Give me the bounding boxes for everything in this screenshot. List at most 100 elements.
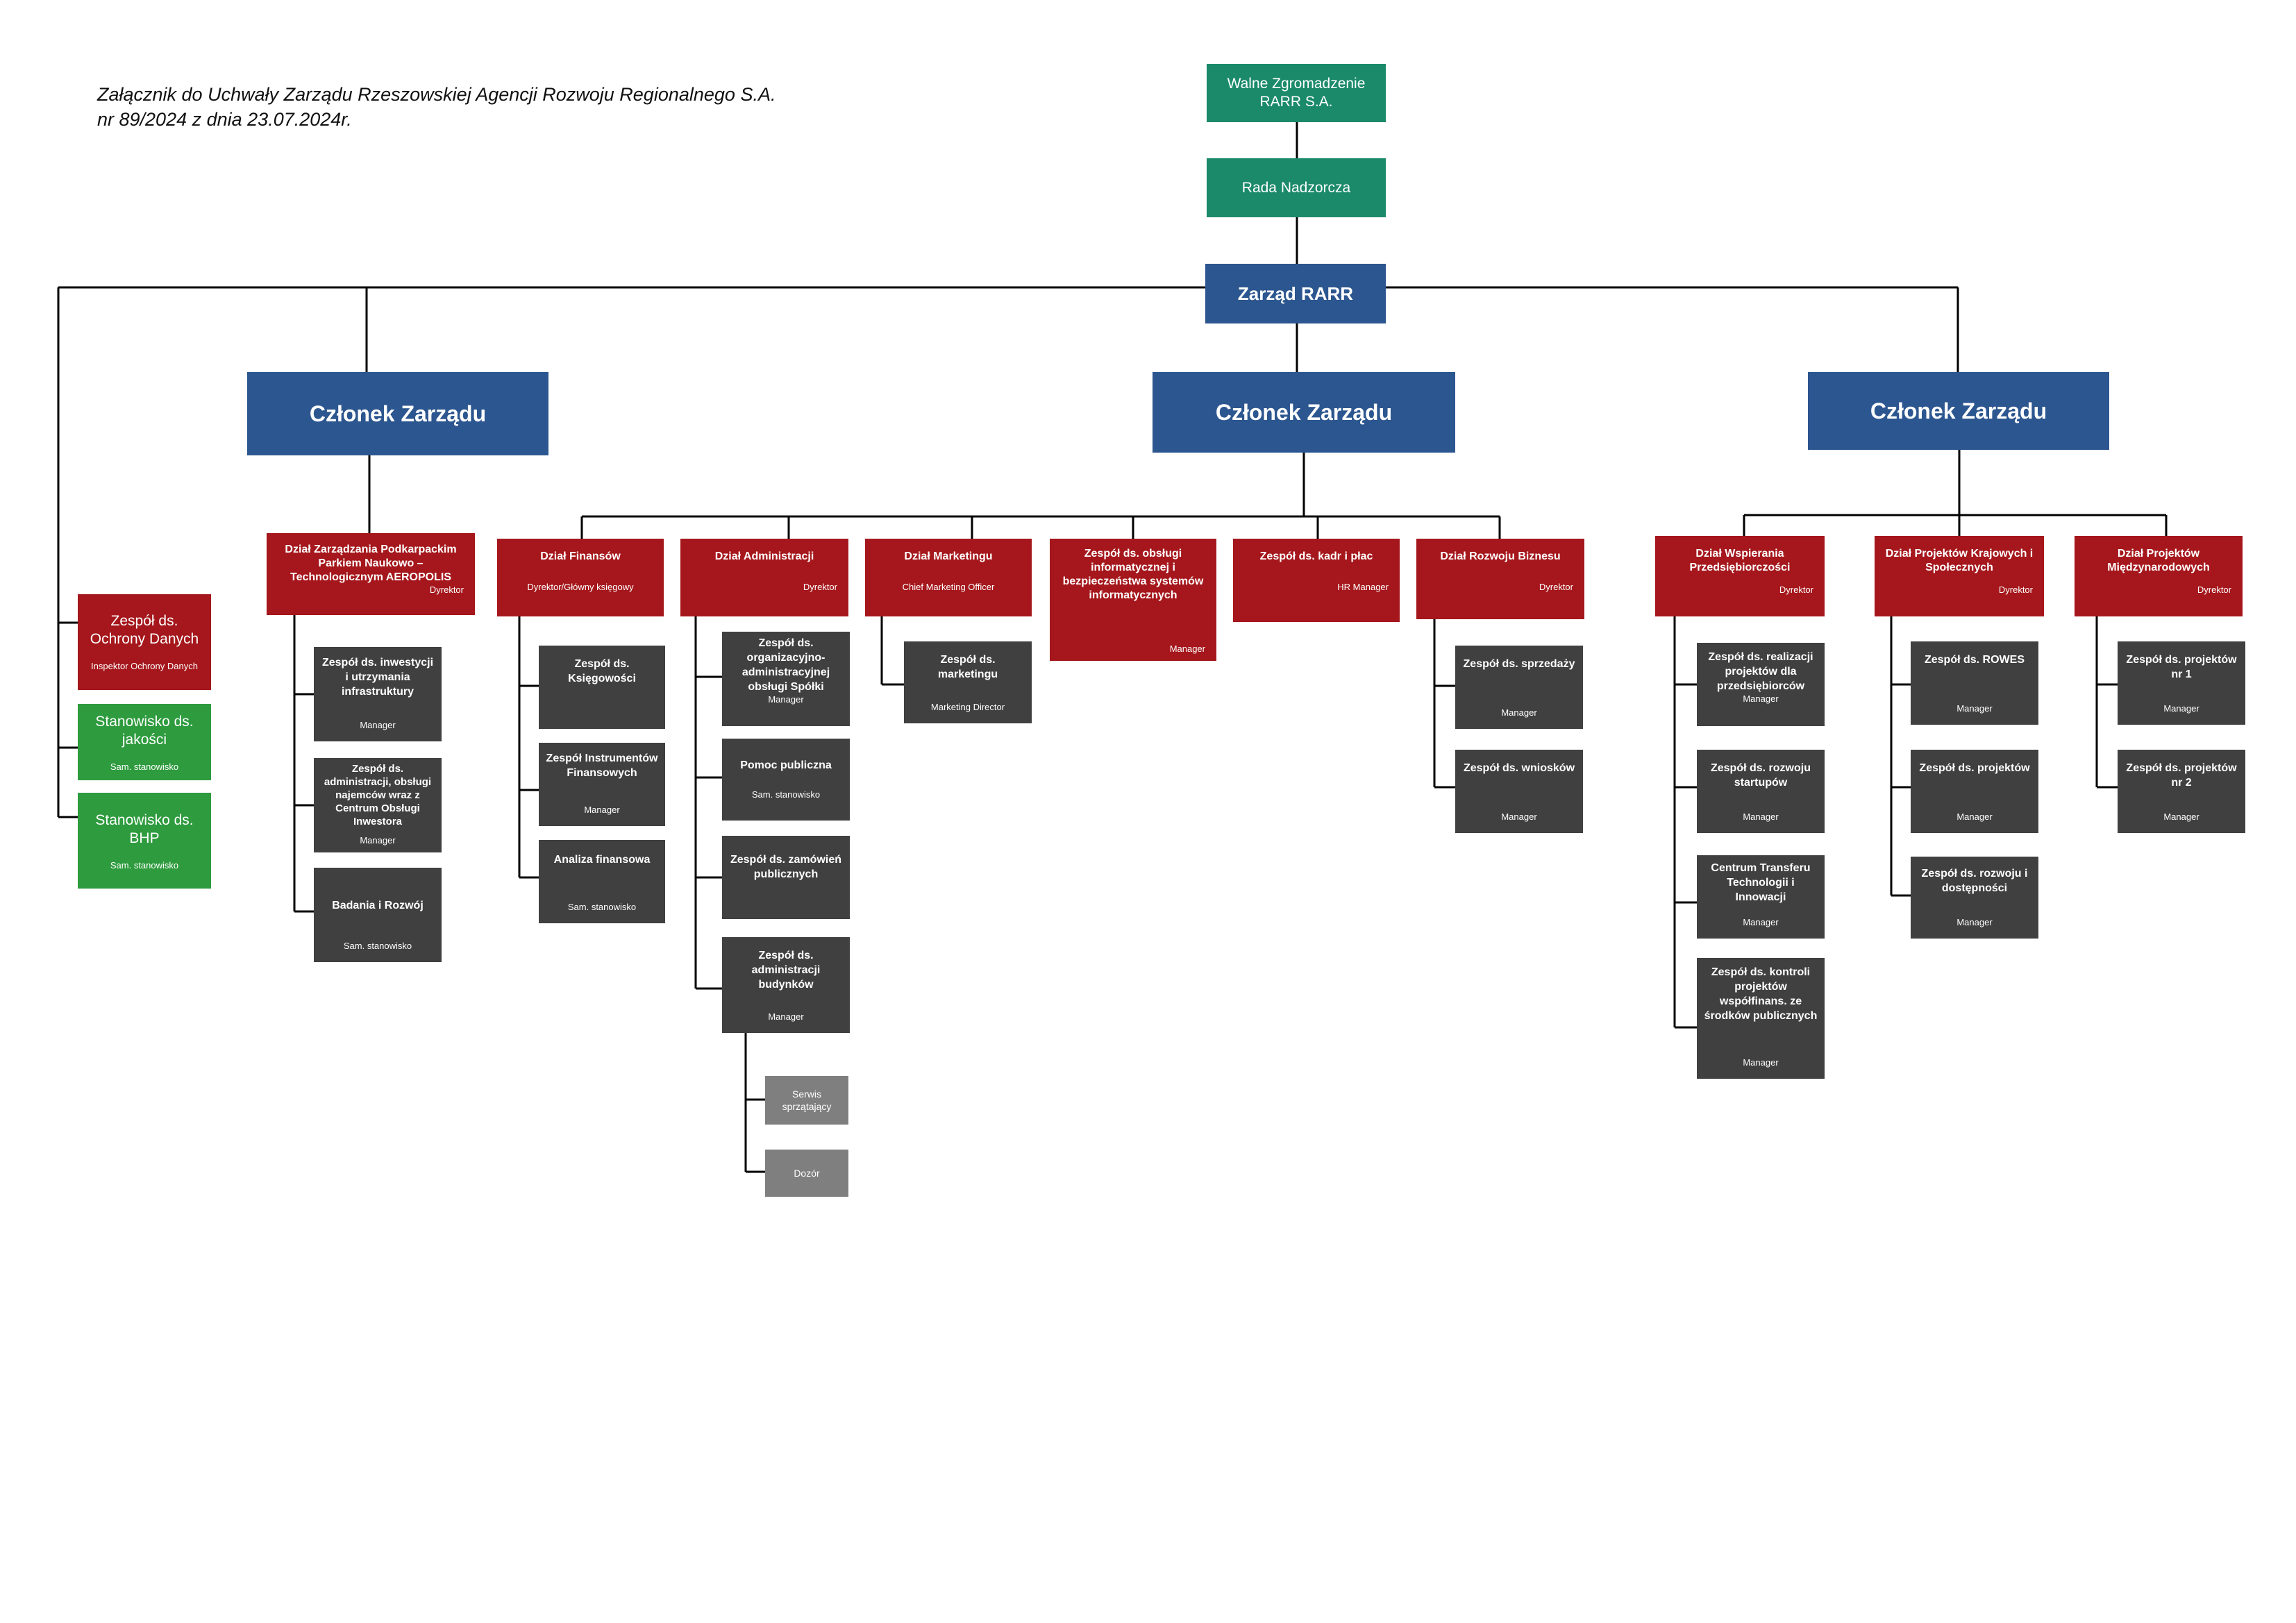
rada-nadzorcza-box: Rada Nadzorcza (1207, 158, 1386, 217)
team-d2-role: Sam. stanowisko (751, 789, 821, 800)
team-f3-role: Sam. stanowisko (567, 902, 637, 912)
team-f3-title: Analiza finansowa (553, 854, 651, 866)
dept-krajowe-title: Dział Projektów Krajowych i Społecznych (1885, 548, 2034, 573)
member-center-box: Członek Zarządu (1153, 372, 1455, 453)
ochrona-title: Zespół ds. Ochrony Danych (90, 613, 199, 647)
team-k3-title: Zespół ds. rozwoju i dostępności (1921, 868, 2028, 894)
member-right-label: Członek Zarządu (1870, 398, 2047, 423)
zarzad-box: Zarząd RARR (1205, 264, 1386, 323)
team-w1-role: Manager (1743, 693, 1779, 704)
team-f3-box: Analiza finansowa Sam. stanowisko (539, 840, 665, 923)
team-k3-role: Manager (1956, 917, 1993, 927)
team-w3-title: Centrum Transferu Technologii i Innowacj… (1711, 862, 1811, 903)
dept-miedzy-role: Dyrektor (2197, 585, 2231, 595)
dept-admin-title: Dział Administracji (714, 550, 814, 562)
member-center-label: Członek Zarządu (1215, 399, 1393, 425)
team-p2-title: Zespół ds. projektów nr 2 (2126, 762, 2237, 789)
team-a3-role: Sam. stanowisko (343, 941, 412, 951)
bhp-box: Stanowisko ds. BHP Sam. stanowisko (78, 793, 211, 889)
team-p1-title: Zespół ds. projektów nr 1 (2126, 654, 2237, 680)
team-w3-box: Centrum Transferu Technologii i Innowacj… (1697, 855, 1825, 939)
team-d4-role: Manager (768, 1011, 804, 1022)
dept-finanse-box: Dział Finansów Dyrektor/Główny księgowy (497, 539, 664, 616)
team-k2-role: Manager (1956, 812, 1993, 822)
team-k1-role: Manager (1956, 703, 1993, 714)
team-a1-title: Zespół ds. inwestycji i utrzymania infra… (321, 657, 434, 698)
note-line-2: nr 89/2024 z dnia 23.07.2024r. (97, 109, 352, 130)
team-f1-box: Zespół ds. Księgowości (539, 646, 665, 729)
member-right-box: Członek Zarządu (1808, 372, 2109, 450)
team-k2-title: Zespół ds. projektów (1919, 762, 2030, 774)
team-w1-title: Zespół ds. realizacji projektów dla prze… (1708, 651, 1813, 692)
team-w2-title: Zespół ds. rozwoju startupów (1710, 762, 1811, 789)
dept-finanse-role: Dyrektor/Główny księgowy (527, 582, 634, 592)
dept-miedzy-title: Dział Projektów Międzynarodowych (2107, 548, 2210, 573)
ochrona-role: Inspektor Ochrony Danych (91, 661, 198, 671)
team-d2-title: Pomoc publiczna (740, 759, 832, 771)
team-k2-box: Zespół ds. projektów Manager (1911, 750, 2038, 833)
team-f2-box: Zespół Instrumentów Finansowych Manager (539, 743, 665, 826)
team-a3-title: Badania i Rozwój (332, 900, 424, 911)
team-f2-role: Manager (584, 805, 620, 815)
bhp-role: Sam. stanowisko (110, 859, 179, 871)
team-a2-title: Zespół ds. administracji, obsługi najemc… (324, 763, 432, 827)
team-d1-title: Zespół ds. organizacyjno-administracyjne… (741, 637, 830, 693)
dept-kadry-box: Zespół ds. kadr i płac HR Manager (1233, 539, 1400, 622)
walne-label: Walne Zgromadzenie RARR S.A. (1227, 76, 1366, 110)
team-m1-title: Zespół ds. marketingu (937, 654, 998, 680)
walne-zgromadzenie-box: Walne Zgromadzenie RARR S.A. (1207, 64, 1386, 122)
dept-krajowe-box: Dział Projektów Krajowych i Społecznych … (1875, 536, 2044, 616)
team-d4-box: Zespół ds. administracji budynków Manage… (722, 937, 850, 1033)
team-w1-box: Zespół ds. realizacji projektów dla prze… (1697, 643, 1825, 726)
dept-it-box: Zespół ds. obsługi informatycznej i bezp… (1050, 539, 1216, 661)
team-p2-role: Manager (2163, 812, 2199, 822)
team-w2-role: Manager (1743, 812, 1779, 822)
dept-rozwoj-title: Dział Rozwoju Biznesu (1440, 550, 1561, 562)
dept-wspieranie-role: Dyrektor (1779, 585, 1813, 595)
team-m1-role: Marketing Director (930, 702, 1005, 712)
dept-miedzy-box: Dział Projektów Międzynarodowych Dyrekto… (2075, 536, 2243, 616)
ochrona-danych-box: Zespół ds. Ochrony Danych Inspektor Ochr… (78, 594, 211, 690)
dept-admin-box: Dział Administracji Dyrektor (680, 539, 848, 616)
document-note: Załącznik do Uchwały Zarządu Rzeszowskie… (97, 82, 776, 132)
dept-krajowe-role: Dyrektor (1998, 585, 2033, 595)
team-p1-box: Zespół ds. projektów nr 1 Manager (2118, 641, 2245, 725)
team-p2-box: Zespół ds. projektów nr 2 Manager (2118, 750, 2245, 833)
dept-marketing-title: Dział Marketingu (904, 550, 993, 562)
dept-rozwoj-box: Dział Rozwoju Biznesu Dyrektor (1416, 539, 1584, 619)
dept-kadry-title: Zespół ds. kadr i płac (1259, 550, 1373, 562)
dept-rozwoj-role: Dyrektor (1539, 582, 1573, 592)
team-r1-role: Manager (1501, 707, 1537, 718)
dept-marketing-role: Chief Marketing Officer (902, 582, 995, 592)
team-a1-role: Manager (360, 720, 396, 730)
team-d1-role: Manager (768, 694, 804, 705)
team-r1-box: Zespół ds. sprzedaży Manager (1455, 646, 1583, 729)
team-w2-box: Zespół ds. rozwoju startupów Manager (1697, 750, 1825, 833)
team-w3-role: Manager (1743, 917, 1779, 927)
dept-aeropolis-title: Dział Zarządzania Podkarpackim Parkiem N… (285, 544, 457, 583)
team-dozor-box: Dozór (765, 1150, 848, 1197)
team-k1-title: Zespół ds. ROWES (1924, 654, 2025, 666)
team-k1-box: Zespół ds. ROWES Manager (1911, 641, 2038, 725)
team-r2-title: Zespół ds. wniosków (1463, 762, 1575, 774)
team-k3-box: Zespół ds. rozwoju i dostępności Manager (1911, 857, 2038, 939)
zarzad-label: Zarząd RARR (1237, 283, 1354, 304)
team-r1-title: Zespół ds. sprzedaży (1463, 658, 1575, 670)
team-a1-box: Zespół ds. inwestycji i utrzymania infra… (314, 647, 442, 741)
team-m1-box: Zespół ds. marketingu Marketing Director (904, 641, 1032, 723)
team-p1-role: Manager (2163, 703, 2199, 714)
team-w4-box: Zespół ds. kontroli projektów współfinan… (1697, 958, 1825, 1079)
team-a2-box: Zespół ds. administracji, obsługi najemc… (314, 758, 442, 852)
jakosc-box: Stanowisko ds. jakości Sam. stanowisko (78, 704, 211, 780)
team-serwis-label: Serwis sprzątający (782, 1088, 832, 1112)
dept-wspieranie-title: Dział Wspierania Przedsiębiorczości (1689, 548, 1791, 573)
team-r2-role: Manager (1501, 812, 1537, 822)
team-w4-role: Manager (1743, 1057, 1779, 1068)
bhp-title: Stanowisko ds. BHP (95, 812, 194, 846)
team-a3-box: Badania i Rozwój Sam. stanowisko (314, 868, 442, 962)
team-d3-box: Zespół ds. zamówień publicznych (722, 836, 850, 919)
member-left-label: Członek Zarządu (309, 401, 487, 426)
dept-finanse-title: Dział Finansów (540, 550, 621, 562)
dept-it-role: Manager (1169, 644, 1205, 654)
